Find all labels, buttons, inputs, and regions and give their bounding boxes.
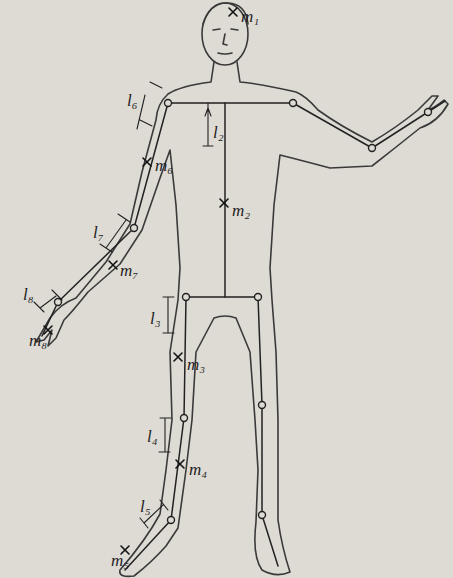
- body-outline: [36, 62, 448, 576]
- length-label: l₂: [212, 124, 225, 141]
- joints: [55, 100, 432, 524]
- mass-label: m₄: [188, 461, 208, 478]
- mass-label: m₇: [119, 262, 139, 279]
- dimension-lines: [34, 82, 213, 528]
- mass-label: m₆: [154, 157, 174, 174]
- length-label: l₃: [149, 310, 162, 327]
- segment-model: [42, 101, 445, 570]
- mass-label: m₁: [240, 8, 260, 25]
- length-label: l₇: [92, 224, 105, 241]
- mass-label: m₅: [110, 552, 130, 569]
- length-label: l₅: [139, 498, 152, 515]
- mass-centres: [44, 8, 237, 554]
- length-label: l₄: [146, 428, 159, 445]
- mass-label: m₂: [231, 202, 251, 219]
- mass-label: m₃: [186, 356, 206, 373]
- face: [213, 29, 238, 54]
- length-label: l₆: [126, 92, 139, 109]
- length-label: l₈: [22, 286, 35, 303]
- mass-label: m₈: [28, 332, 48, 349]
